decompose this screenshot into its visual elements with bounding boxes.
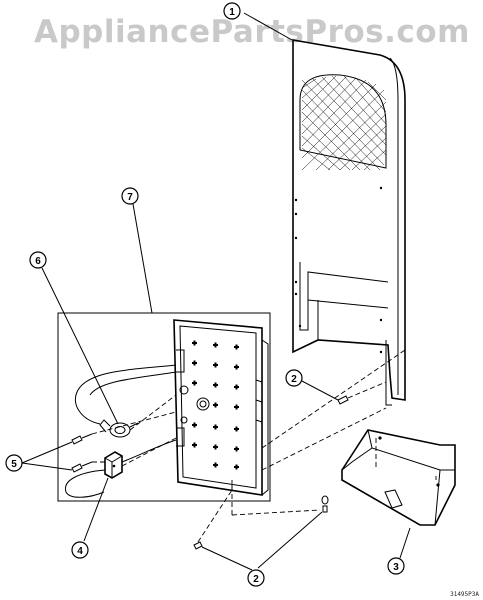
watermark-text: AppliancePartsPros.com [34,14,470,50]
callout-1: 1 [223,2,293,41]
alignment-lines [261,349,406,471]
callout-4-label: 4 [77,546,83,557]
callout-1-label: 1 [229,7,235,18]
callout-2-lower: 2 [201,511,323,587]
callout-7-label: 7 [127,192,133,203]
callout-2-upper-label: 2 [291,374,297,385]
back-panel-part [292,39,406,406]
thermostat-part [75,364,177,438]
document-code: 31495P3A [450,591,479,598]
callout-3: 3 [387,527,411,575]
screws-part [71,411,177,473]
callout-6-label: 6 [35,256,41,267]
callout-2-upper: 2 [285,369,339,401]
callout-5-label: 5 [11,459,17,470]
callout-4: 4 [71,477,109,559]
callout-6: 6 [29,251,119,425]
callout-5: 5 [5,441,73,472]
callout-2-lower-label: 2 [253,574,259,585]
callout-3-label: 3 [393,562,399,573]
bracket-part [341,429,456,526]
control-assembly-frame [57,312,271,502]
sensor-part [65,437,177,498]
callout-7: 7 [121,187,153,314]
mounting-screws-part [193,381,387,550]
